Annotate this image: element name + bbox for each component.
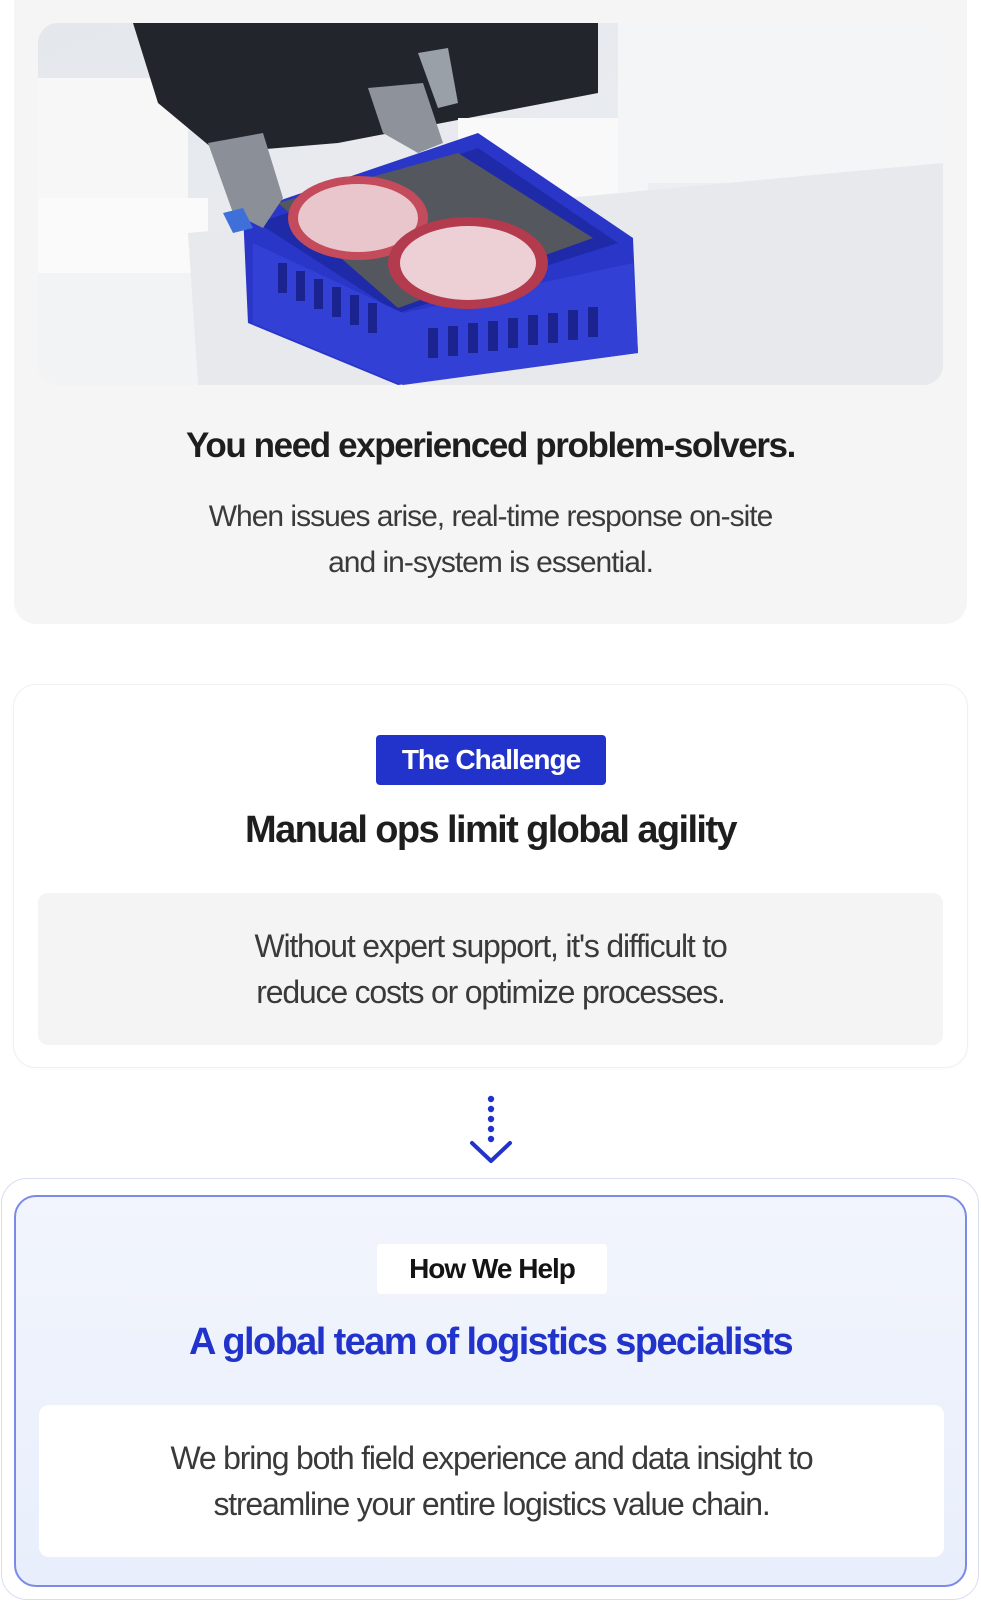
help-card: How We Help A global team of logistics s… (14, 1195, 967, 1587)
problem-description-line: When issues arise, real-time response on… (208, 500, 774, 533)
challenge-description-line: reduce costs or optimize processes. (256, 974, 726, 1010)
problem-description: When issues arise, real-time response on… (14, 494, 967, 586)
challenge-description-line: Without expert support, it's difficult t… (254, 928, 727, 964)
challenge-title: Manual ops limit global agility (245, 809, 738, 851)
challenge-card: The Challenge Manual ops limit global ag… (14, 685, 967, 1067)
help-badge: How We Help (377, 1244, 607, 1294)
problem-title: You need experienced problem-solvers. (186, 426, 796, 465)
help-description-line: We bring both field experience and data … (170, 1440, 813, 1476)
challenge-badge: The Challenge (376, 735, 606, 785)
help-description: We bring both field experience and data … (39, 1435, 944, 1527)
help-description-box: We bring both field experience and data … (39, 1405, 944, 1557)
dotted-arrow-down-icon (468, 1095, 514, 1171)
problem-description-line: and in-system is essential. (328, 546, 654, 579)
help-title: A global team of logistics specialists (189, 1321, 794, 1363)
challenge-description-box: Without expert support, it's difficult t… (38, 893, 943, 1045)
help-description-line: streamline your entire logistics value c… (213, 1486, 770, 1522)
warehouse-packing-photo (38, 23, 943, 385)
challenge-description: Without expert support, it's difficult t… (38, 923, 943, 1015)
problem-card: You need experienced problem-solvers. Wh… (14, 0, 967, 624)
